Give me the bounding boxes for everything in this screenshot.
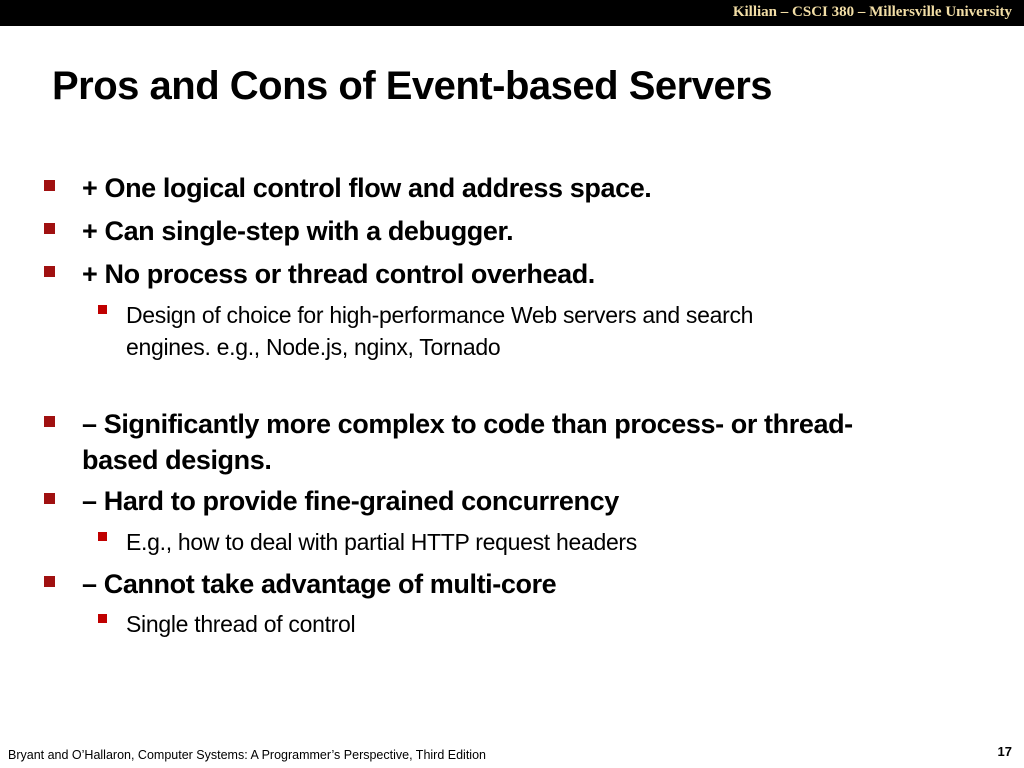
- sub-bullet-text: Single thread of control: [126, 611, 356, 637]
- square-bullet-icon: [44, 223, 55, 234]
- page-number: 17: [997, 744, 1012, 759]
- square-sub-bullet-icon: [98, 614, 107, 623]
- sub-bullet-text: Design of choice for high-performance We…: [126, 302, 754, 328]
- footer-citation: Bryant and O’Hallaron, Computer Systems:…: [8, 748, 486, 762]
- sub-bullet-text: E.g., how to deal with partial HTTP requ…: [126, 529, 637, 555]
- square-bullet-icon: [44, 416, 55, 427]
- bullet-text: – Cannot take advantage of multi-core: [82, 569, 557, 599]
- square-bullet-icon: [44, 493, 55, 504]
- slide-title: Pros and Cons of Event-based Servers: [52, 64, 773, 108]
- square-sub-bullet-icon: [98, 532, 107, 541]
- square-bullet-icon: [44, 180, 55, 191]
- sub-bullet-text: engines. e.g., Node.js, nginx, Tornado: [126, 334, 501, 360]
- bullet-text: – Hard to provide fine-grained concurren…: [82, 486, 619, 516]
- square-sub-bullet-icon: [98, 305, 107, 314]
- bullet-text: – Significantly more complex to code tha…: [82, 409, 853, 439]
- course-header: Killian – CSCI 380 – Millersville Univer…: [732, 4, 1012, 20]
- header-bar: Killian – CSCI 380 – Millersville Univer…: [0, 0, 1024, 26]
- bullet-text: + One logical control flow and address s…: [82, 173, 652, 203]
- square-bullet-icon: [44, 266, 55, 277]
- square-bullet-icon: [44, 576, 55, 587]
- bullet-text: based designs.: [82, 445, 272, 475]
- bullet-text: + Can single-step with a debugger.: [82, 216, 514, 246]
- bullet-text: + No process or thread control overhead.: [82, 259, 595, 289]
